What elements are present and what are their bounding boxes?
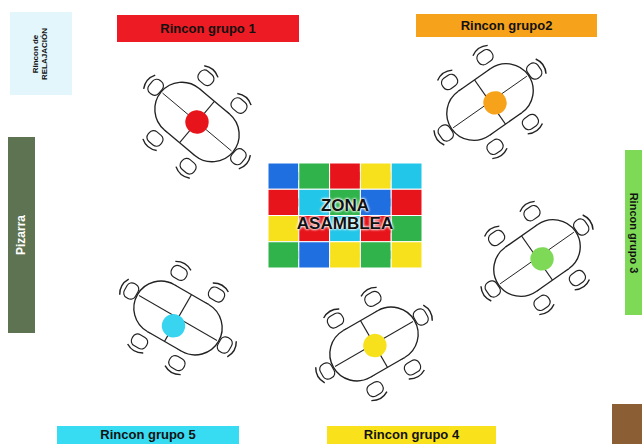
- relax-corner-band: Rincon de RELAJACIÓN: [10, 12, 72, 95]
- corner-label: Rincon grupo 4: [330, 428, 493, 442]
- table-cluster: [293, 268, 456, 420]
- corner-label: Pizarra: [15, 140, 28, 330]
- assembly-zone: ZONA ASAMBLEA: [268, 163, 422, 268]
- blackboard: Pizarra: [8, 137, 35, 333]
- corner-label: Rincon grupo 5: [60, 428, 236, 442]
- table-cluster: [408, 24, 572, 181]
- table-cluster: [115, 42, 279, 203]
- group-corner-band: Rincon grupo 1: [117, 15, 299, 42]
- corner-label: Rincon grupo2: [419, 18, 594, 32]
- group-corner-band: Rincon grupo2: [416, 14, 597, 37]
- table-cluster: [455, 180, 619, 337]
- group-corner-band: Rincon grupo 4: [327, 426, 496, 444]
- corner-label: ZONA ASAMBLEA: [283, 197, 407, 234]
- door: [612, 404, 642, 444]
- group-corner-band: Rincon grupo 5: [57, 426, 239, 444]
- corner-label: Rincon de RELAJACIÓN: [32, 19, 50, 89]
- corner-label: Rincon grupo 3: [627, 153, 639, 312]
- corner-label: Rincon grupo 1: [120, 21, 296, 35]
- table-cluster: [97, 242, 260, 394]
- group-corner-band: Rincon grupo 3: [625, 150, 642, 315]
